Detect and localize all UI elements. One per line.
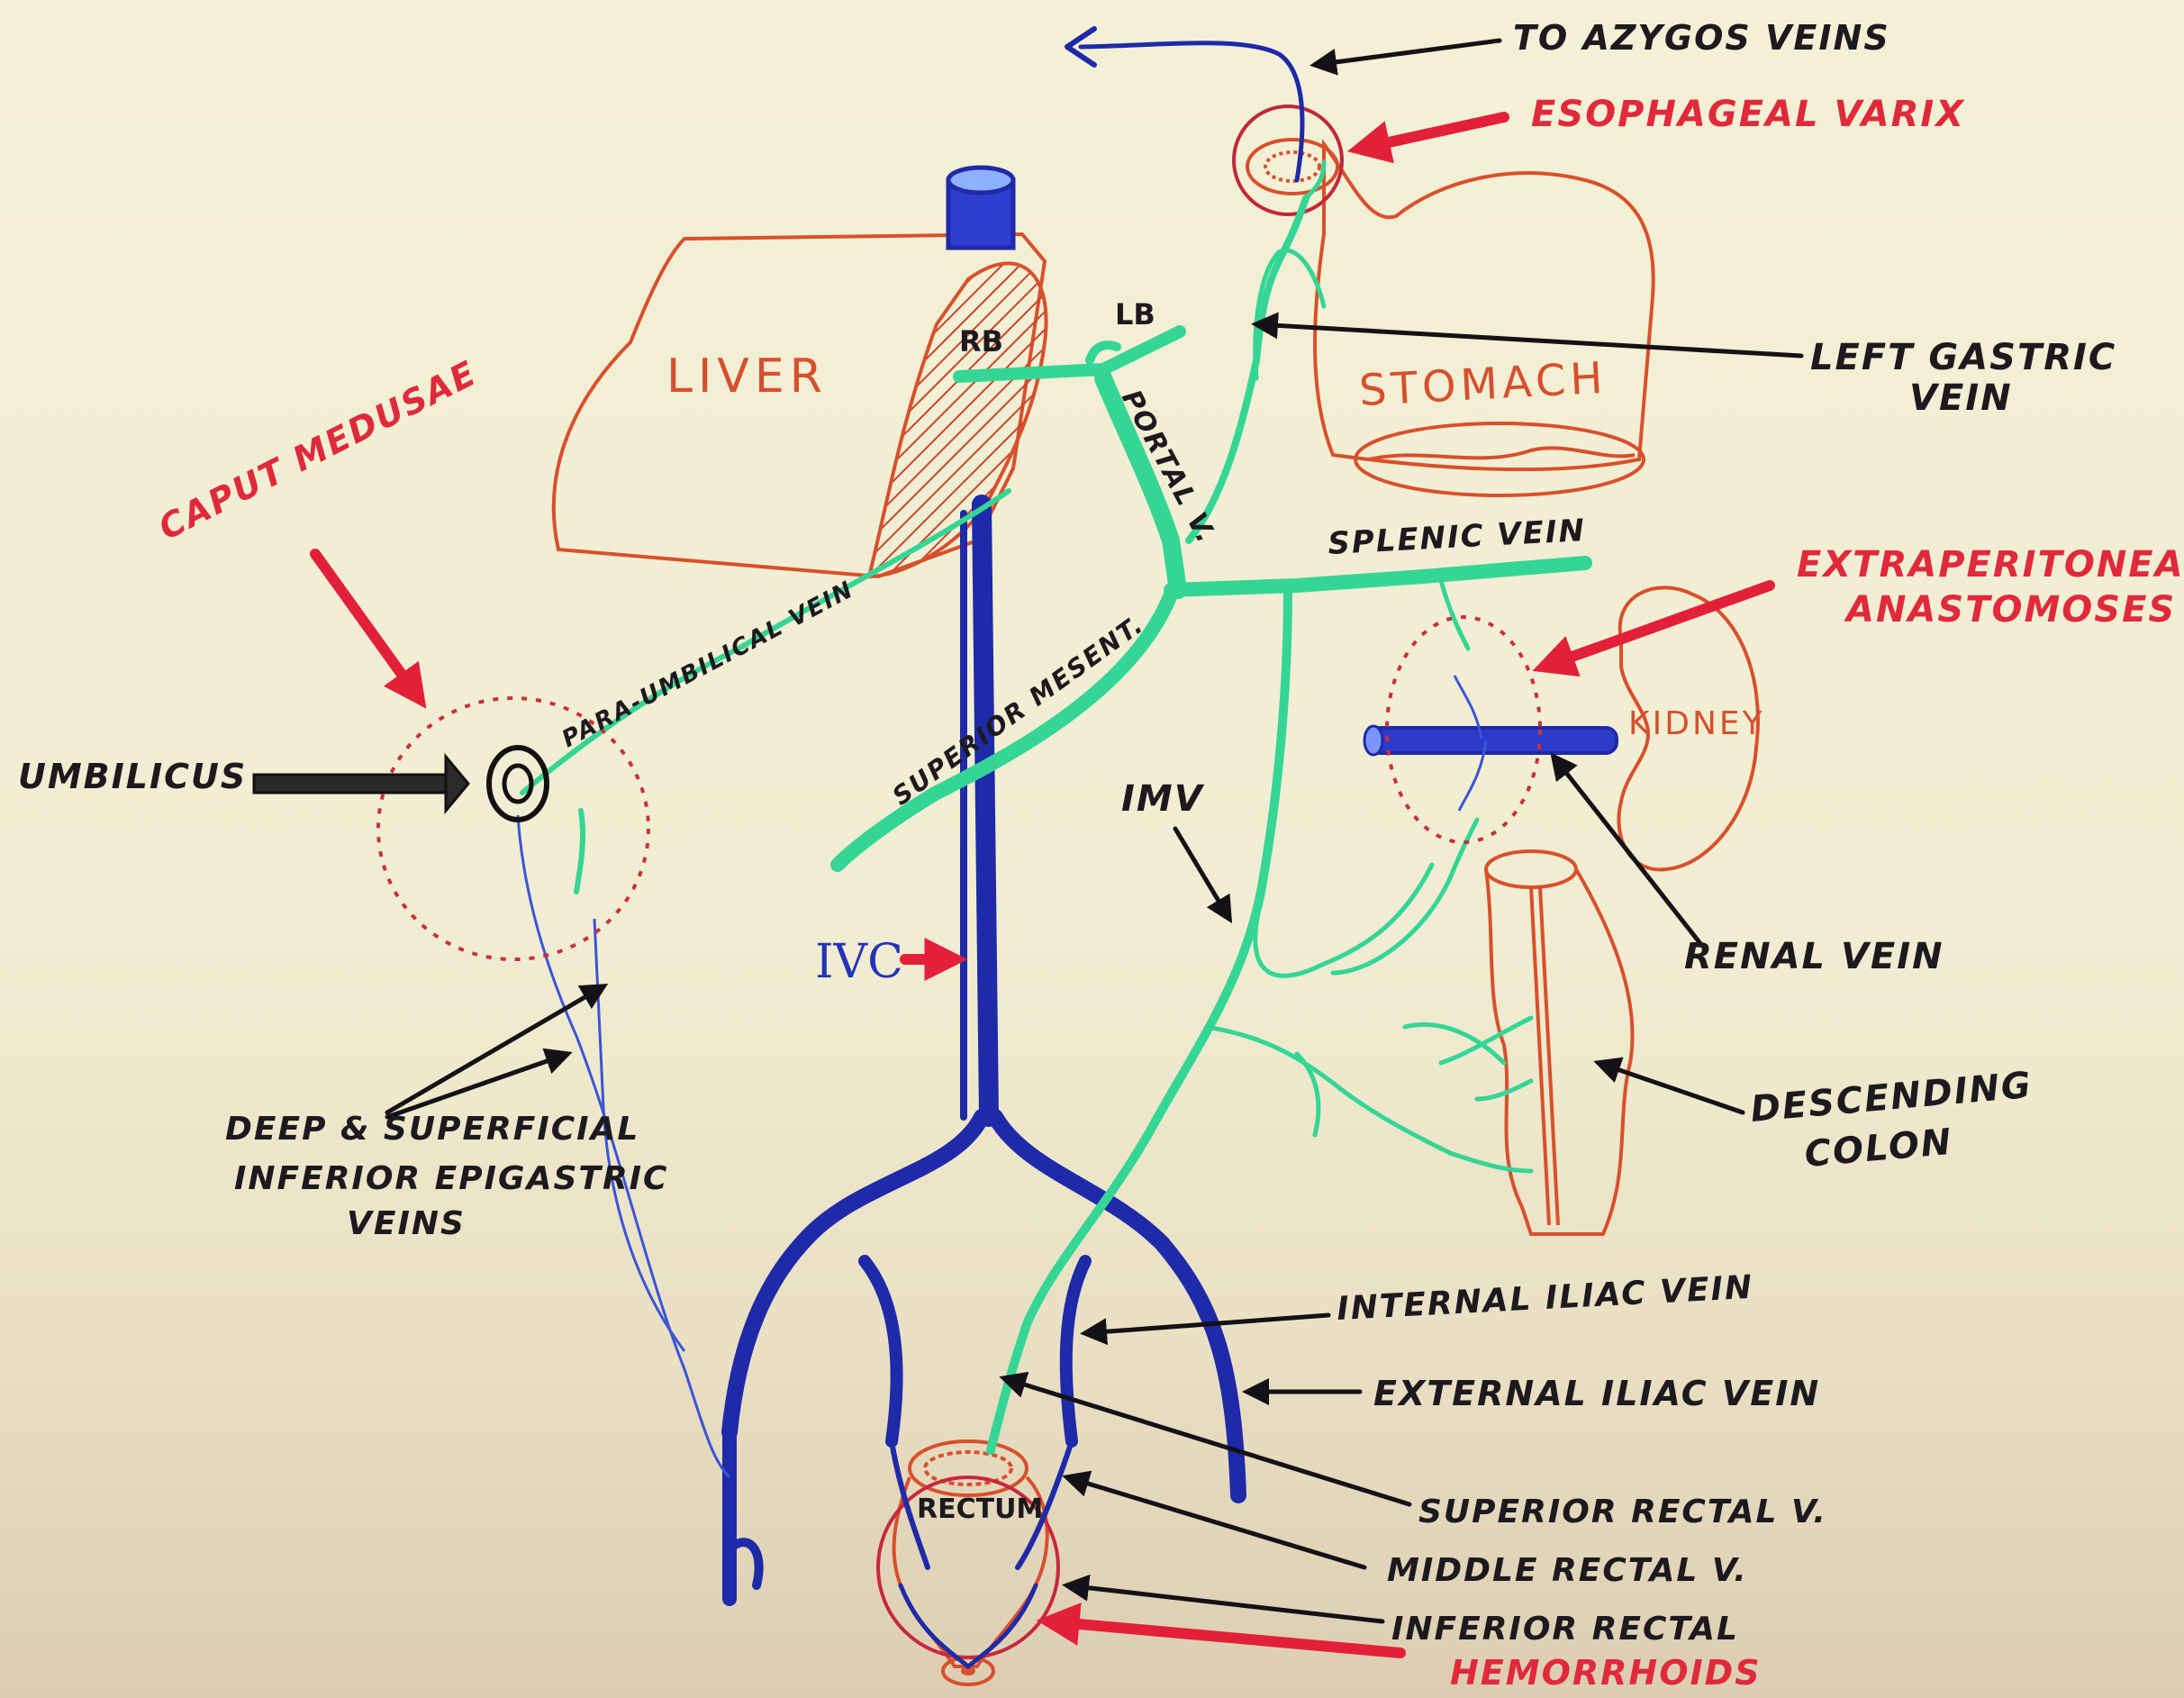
- internal-iliac-label: INTERNAL ILIAC VEIN: [1336, 1269, 1754, 1328]
- middle-rectal-arrow: [1067, 1477, 1364, 1567]
- hemorrhoids-label: HEMORRHOIDS: [1450, 1653, 1762, 1693]
- middle-rectal-label: MIDDLE RECTAL V.: [1387, 1552, 1748, 1589]
- rb-label: RB: [959, 324, 1003, 359]
- epigastric-label-1: DEEP & SUPERFICIAL: [225, 1111, 639, 1148]
- descending-colon: [1486, 851, 1633, 1234]
- epigastric-label-2: INFERIOR EPIGASTRIC: [234, 1160, 668, 1197]
- superior-mesenteric-label: SUPERIOR MESENT.: [887, 609, 1150, 811]
- epigastric-label-3: VEINS: [347, 1205, 466, 1242]
- inferior-rectal-label: INFERIOR RECTAL: [1391, 1611, 1739, 1648]
- liver-label: LIVER: [666, 350, 828, 404]
- to-azygos-label: TO AZYGOS VEINS: [1513, 18, 1890, 58]
- extraperitoneal-label-1: EXTRAPERITONEAL: [1797, 544, 2184, 586]
- stomach-pylorus: [1355, 423, 1644, 495]
- caput-medusae-arrow: [315, 554, 419, 698]
- renal-vein-label: RENAL VEIN: [1684, 936, 1944, 977]
- ivc-label: IVC: [815, 935, 903, 989]
- stomach: [1315, 144, 1654, 495]
- kidney-label: KIDNEY: [1628, 705, 1765, 742]
- rectum: [878, 1441, 1058, 1684]
- hemorrhoids-arrow: [1049, 1621, 1400, 1653]
- lb-label: LB: [1115, 297, 1155, 331]
- extraperitoneal-label-2: ANASTOMOSES: [1844, 589, 2176, 631]
- epigastric-arrow-2: [387, 1054, 567, 1117]
- esophageal-varix-arrow: [1360, 117, 1504, 149]
- iliac-veins: [730, 1117, 1238, 1666]
- liver-right-lobe-hatched: [869, 263, 1047, 577]
- extraperitoneal-arrow: [1545, 586, 1770, 667]
- para-umbilical-label: PARA-UMBILICAL VEIN: [557, 576, 858, 753]
- umbilicus-symbol: [489, 748, 547, 820]
- inferior-rectal-arrow: [1067, 1585, 1382, 1621]
- left-gastric-arrow: [1256, 324, 1801, 356]
- imv-label: IMV: [1121, 778, 1205, 820]
- left-gastric-label-2: VEIN: [1909, 377, 2013, 419]
- superior-rectal-arrow: [1004, 1378, 1409, 1504]
- descending-colon-label-2: COLON: [1803, 1121, 1954, 1176]
- caput-medusae-label: CAPUT MEDUSAE: [152, 353, 484, 548]
- stomach-label: STOMACH: [1358, 353, 1609, 416]
- splenic-vein-label: SPLENIC VEIN: [1327, 513, 1587, 562]
- external-iliac-label: EXTERNAL ILIAC VEIN: [1373, 1374, 1820, 1413]
- caput-medusae-region: [378, 698, 648, 959]
- superior-rectal-label: SUPERIOR RECTAL V.: [1418, 1494, 1827, 1530]
- epigastric-arrow-1: [387, 986, 603, 1112]
- umbilicus-arrow: [254, 757, 468, 811]
- descending-colon-arrow: [1599, 1063, 1743, 1112]
- azygos-outflow: [1067, 29, 1302, 180]
- splenic-vein: [1171, 563, 1585, 590]
- rectum-label: RECTUM: [917, 1494, 1043, 1525]
- imv-arrow: [1175, 829, 1229, 919]
- left-gastric-label-1: LEFT GASTRIC: [1810, 337, 2116, 378]
- esophageal-varix-label: ESOPHAGEAL VARIX: [1531, 94, 1965, 135]
- umbilicus-label: UMBILICUS: [18, 757, 247, 796]
- labels: TO AZYGOS VEINS ESOPHAGEAL VARIX LIVER R…: [18, 18, 2184, 1693]
- descending-colon-label-1: DESCENDING: [1749, 1065, 2034, 1130]
- to-azygos-arrow: [1315, 41, 1500, 65]
